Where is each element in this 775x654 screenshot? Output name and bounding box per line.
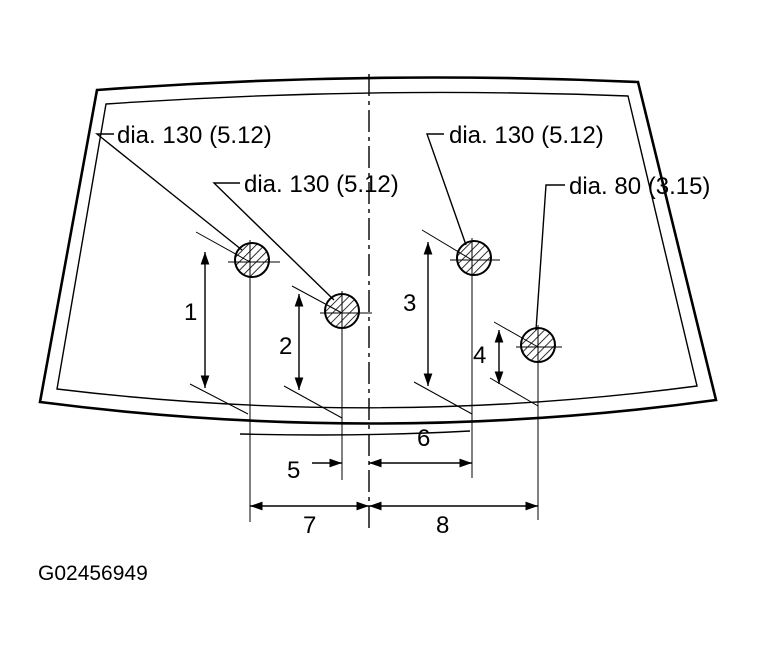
lower-cowl-line — [239, 430, 471, 436]
mark-3 — [450, 238, 500, 280]
dimension-label-6: 6 — [417, 425, 430, 452]
mark-2 — [320, 291, 372, 333]
dimension-label-8: 8 — [436, 512, 449, 539]
windshield-inner-edge — [56, 91, 698, 409]
dimension-label-4: 4 — [473, 342, 486, 369]
extension-lines — [249, 280, 539, 522]
vertical-dimensions — [200, 242, 504, 390]
mark-1 — [228, 240, 280, 282]
windshield-outer-edge — [38, 76, 718, 425]
callout-mark-1: dia. 130 (5.12) — [117, 122, 272, 149]
dimension-label-5: 5 — [287, 457, 300, 484]
callout-mark-4: dia. 80 (3.15) — [569, 173, 710, 200]
figure-code: G02456949 — [38, 562, 148, 585]
dimension-label-1: 1 — [184, 299, 197, 326]
callout-mark-3: dia. 130 (5.12) — [449, 122, 604, 149]
dimension-label-3: 3 — [403, 290, 416, 317]
horizontal-dimensions — [250, 458, 538, 511]
leader-lines — [95, 133, 565, 331]
mark-4 — [516, 325, 562, 369]
windshield-outline — [38, 76, 718, 436]
dimension-label-7: 7 — [303, 512, 316, 539]
callout-mark-2: dia. 130 (5.12) — [244, 171, 399, 198]
dimension-label-2: 2 — [279, 333, 292, 360]
